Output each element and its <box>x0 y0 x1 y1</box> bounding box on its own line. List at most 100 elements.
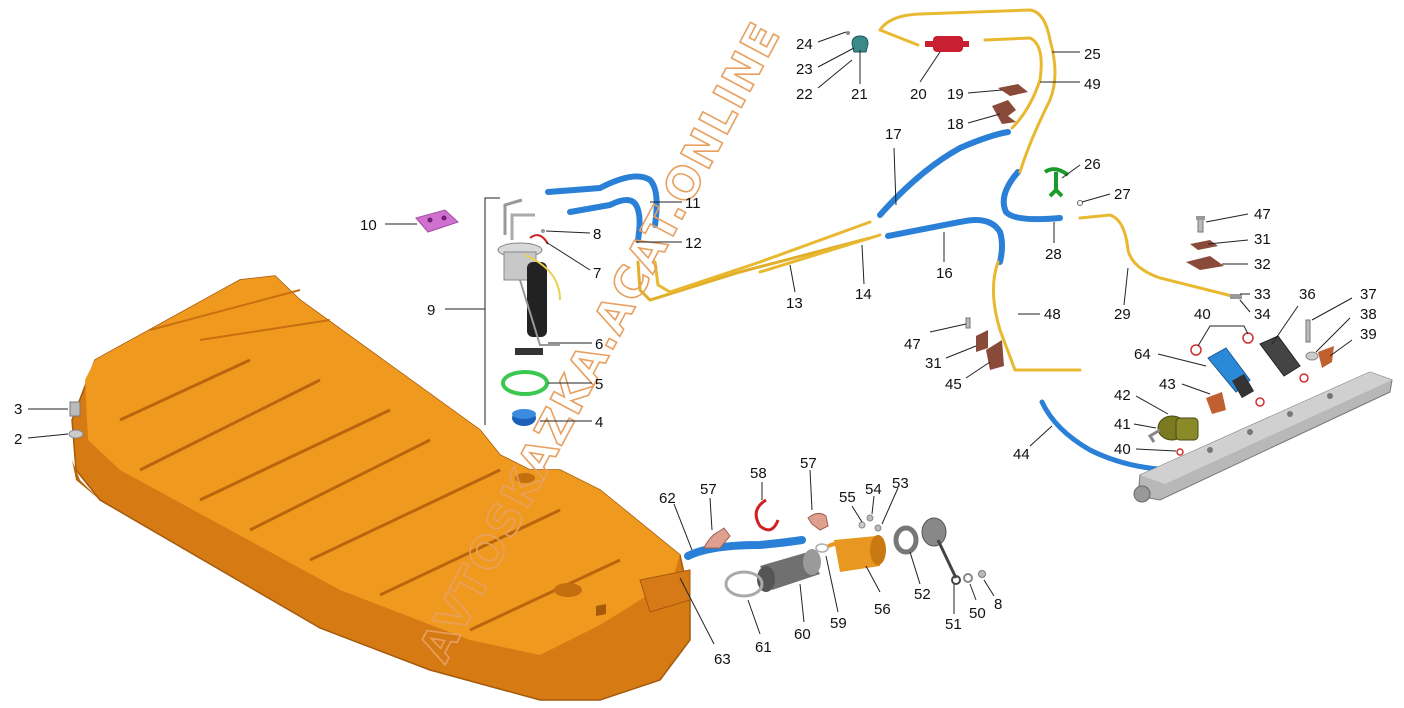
callout-label: 21 <box>851 86 868 103</box>
callout-label: 51 <box>945 616 962 633</box>
callout-label: 16 <box>936 265 953 282</box>
callout-label: 28 <box>1045 246 1062 263</box>
bolt-icon <box>1197 217 1204 233</box>
bracket-icon <box>976 330 988 352</box>
callout-label: 60 <box>794 626 811 643</box>
screw-icon <box>541 229 545 233</box>
nut-icon <box>866 514 874 522</box>
callout-label: 26 <box>1084 156 1101 173</box>
bracket-icon <box>1318 346 1334 368</box>
pressure-regulator-icon <box>1147 415 1199 443</box>
callout-label: 14 <box>855 286 872 303</box>
pad-icon <box>415 209 459 233</box>
callout-label: 40 <box>1194 306 1211 323</box>
seal-icon <box>893 525 919 555</box>
callout-label: 18 <box>947 116 964 133</box>
callout-label: 32 <box>1254 256 1271 273</box>
callout-label: 9 <box>427 302 435 319</box>
callout-label: 3 <box>14 401 22 418</box>
callout-label: 59 <box>830 615 847 632</box>
callout-label: 41 <box>1114 416 1131 433</box>
callout-label: 19 <box>947 86 964 103</box>
callout-label: 58 <box>750 465 767 482</box>
fuel-pump-module-icon <box>497 198 561 355</box>
callout-label: 43 <box>1159 376 1176 393</box>
callout-label: 27 <box>1114 186 1131 203</box>
injector-icon <box>1190 344 1265 407</box>
seal-ring-icon <box>501 370 549 396</box>
callout-label: 53 <box>892 475 909 492</box>
callout-label: 52 <box>914 586 931 603</box>
fuel-rail-icon <box>1133 371 1393 503</box>
callout-label: 48 <box>1044 306 1061 323</box>
washer-icon <box>1305 351 1319 361</box>
callout-label: 54 <box>865 481 882 498</box>
callout-label: 23 <box>796 61 813 78</box>
callout-label: 7 <box>593 265 601 282</box>
filler-neck-icon <box>757 549 821 592</box>
lock-ring-icon <box>512 409 536 426</box>
callout-label: 6 <box>595 336 603 353</box>
fuel-filter-icon <box>925 36 969 52</box>
callout-label: 25 <box>1084 46 1101 63</box>
callout-label: 29 <box>1114 306 1131 323</box>
elbow-icon <box>807 512 829 531</box>
callout-label: 38 <box>1360 306 1377 323</box>
leader-lines <box>27 31 1353 645</box>
callout-label: 4 <box>595 414 603 431</box>
callout-label: 39 <box>1360 326 1377 343</box>
bolt-icon <box>965 317 971 329</box>
fuel-tube-icon <box>636 8 1242 372</box>
callout-label: 42 <box>1114 387 1131 404</box>
callout-label: 24 <box>796 36 813 53</box>
clip-icon <box>815 543 829 553</box>
callout-label: 2 <box>14 431 22 448</box>
callout-label: 12 <box>685 235 702 252</box>
washer-icon <box>68 429 84 439</box>
callout-label: 20 <box>910 86 927 103</box>
bracket-icon <box>1206 392 1226 414</box>
bolt-icon <box>69 401 81 417</box>
callout-label: 5 <box>595 376 603 393</box>
bolt-head-icon <box>1196 216 1205 220</box>
filler-cap-icon <box>921 517 961 585</box>
o-ring-icon <box>1176 448 1184 456</box>
filler-pipe-icon <box>827 535 886 572</box>
clip-green-icon <box>1043 167 1070 198</box>
washer-icon <box>874 524 882 532</box>
callout-label: 22 <box>796 86 813 103</box>
clip-icon <box>1230 294 1242 299</box>
nut-icon <box>858 521 866 529</box>
spring-ring-icon <box>754 498 780 532</box>
o-ring-small-icon <box>1077 200 1083 206</box>
callout-label: 33 <box>1254 286 1271 303</box>
bracket-icon <box>992 84 1028 124</box>
callout-label: 57 <box>800 455 817 472</box>
callout-label: 50 <box>969 605 986 622</box>
callout-label: 64 <box>1134 346 1151 363</box>
callout-label: 31 <box>925 355 942 372</box>
callout-label: 10 <box>360 217 377 234</box>
callout-label: 34 <box>1254 306 1271 323</box>
callout-label: 47 <box>1254 206 1271 223</box>
callout-label: 40 <box>1114 441 1131 458</box>
injector-icon <box>1242 332 1309 383</box>
callout-label: 31 <box>1254 231 1271 248</box>
fuel-tank-icon <box>71 275 691 701</box>
callout-labels: 2 3 4 5 6 7 8 9 10 11 12 13 14 16 17 18 … <box>14 36 1377 668</box>
callout-label: 8 <box>994 596 1002 613</box>
bolt-icon <box>1305 319 1311 343</box>
callout-label: 63 <box>714 651 731 668</box>
callout-label: 37 <box>1360 286 1377 303</box>
elbow-icon <box>703 527 731 549</box>
bracket-icon <box>1190 240 1218 250</box>
callout-label: 61 <box>755 639 772 656</box>
clamp-icon <box>724 570 764 598</box>
callout-label: 13 <box>786 295 803 312</box>
clamp-icon <box>846 31 869 53</box>
callout-label: 62 <box>659 490 676 507</box>
callout-label: 36 <box>1299 286 1316 303</box>
callout-label: 55 <box>839 489 856 506</box>
callout-label: 44 <box>1013 446 1030 463</box>
